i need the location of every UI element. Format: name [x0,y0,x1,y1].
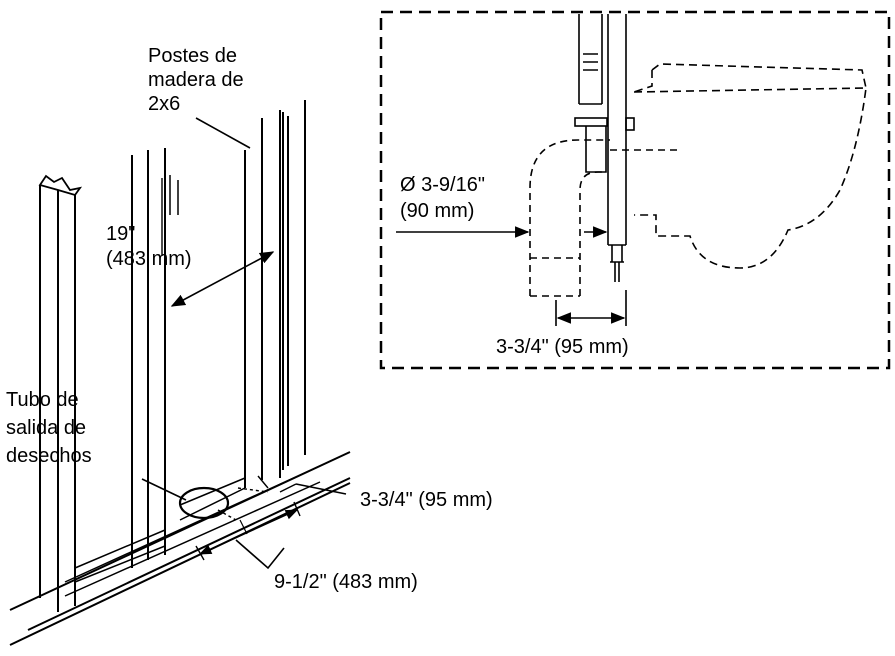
label-studs-line3: 2x6 [148,93,180,115]
stud-left [38,174,83,612]
toilet-seat [633,63,867,93]
label-spacing-line2: (483 mm) [106,248,192,270]
drain-opening [178,486,230,520]
stud-right [244,100,306,488]
label-drain-offset: 3-3/4" (95 mm) [360,489,493,511]
elbow-pipe [529,139,610,296]
stud-middle [131,148,179,568]
label-studs-line1: Postes de [148,45,237,67]
drain-offset-dimension [237,475,347,495]
stud-spacing-dimension [170,251,275,307]
toilet-outline [633,87,867,269]
inset-label-offset: 3-3/4" (95 mm) [496,336,629,358]
label-spacing-line1: 19" [106,223,135,245]
bottom-plate [9,451,351,646]
inset-label-diameter-line1: Ø 3-9/16" [400,174,485,196]
inset-offset-dimension [555,290,627,326]
inset-frame [379,10,891,370]
carrier-pipe [578,14,603,105]
wall-framing [9,100,351,646]
inset-label-diameter-line2: (90 mm) [400,200,474,222]
half-spacing-dimension [195,501,301,570]
label-drain-line1: Tubo de [6,389,79,411]
inset-drawing [396,14,867,297]
label-half-spacing: 9-1/2" (483 mm) [274,571,418,593]
label-studs-line2: madera de [148,69,244,91]
actuator-rod [610,245,624,282]
studs-leader [195,117,251,149]
drain-leader [141,478,187,501]
label-drain-line3: desechos [6,445,92,467]
label-drain-line2: salida de [6,417,86,439]
